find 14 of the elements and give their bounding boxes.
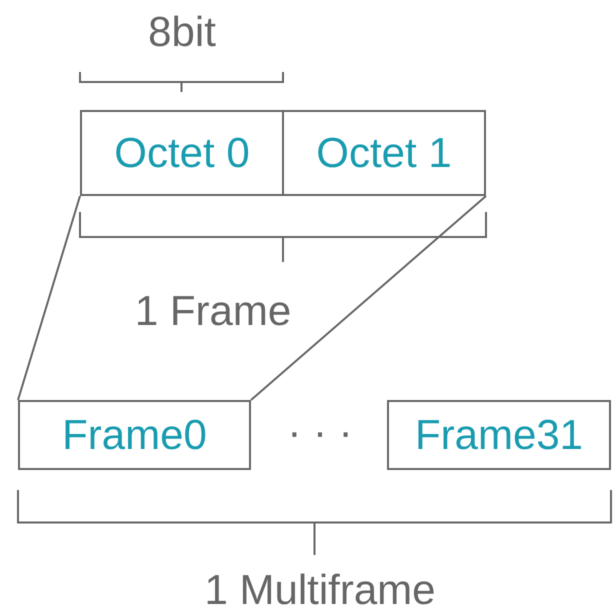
expansion-line bbox=[250, 195, 487, 401]
box-label: Octet 1 bbox=[316, 129, 452, 177]
dimension-label: 1 Multiframe bbox=[204, 566, 436, 612]
dimension-label: 1 Frame bbox=[134, 287, 292, 335]
dimension-label: 8bit bbox=[148, 8, 216, 56]
box-label: Frame31 bbox=[414, 411, 584, 459]
expansion-line bbox=[17, 196, 81, 400]
octet-box bbox=[282, 110, 486, 196]
ellipsis: · · · bbox=[287, 408, 353, 456]
frame-box bbox=[18, 400, 251, 470]
box-label: Octet 0 bbox=[114, 129, 250, 177]
octet-box bbox=[80, 110, 284, 196]
frame-box bbox=[387, 400, 611, 470]
box-label: Frame0 bbox=[62, 411, 207, 459]
